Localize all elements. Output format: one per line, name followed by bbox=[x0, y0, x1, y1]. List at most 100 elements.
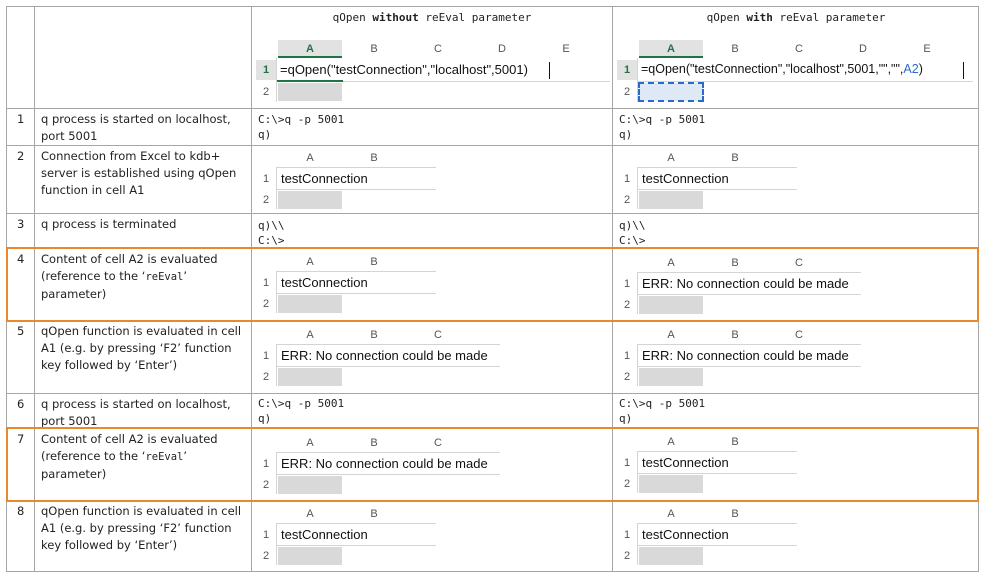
divider bbox=[34, 6, 35, 572]
cell-a1-value: testConnection bbox=[281, 275, 368, 290]
cell-selection bbox=[277, 59, 343, 82]
step-number: 5 bbox=[17, 324, 25, 338]
excel-grid: A B 1 2 testConnection bbox=[256, 505, 436, 565]
column-header: B bbox=[731, 436, 739, 448]
step-description: q process is terminated bbox=[41, 217, 177, 231]
row-header: 2 bbox=[623, 194, 631, 206]
console-output: C:\>q -p 5001 q) bbox=[619, 113, 706, 141]
step-description: Content of cell A2 is evaluated (referen… bbox=[41, 432, 218, 481]
row-header: 1 bbox=[262, 529, 270, 541]
column-header: E bbox=[562, 43, 570, 55]
step-number: 6 bbox=[17, 397, 25, 411]
column-header: C bbox=[795, 257, 803, 269]
row-header: 2 bbox=[262, 298, 270, 310]
column-header: A bbox=[639, 40, 703, 58]
column-header: B bbox=[370, 152, 378, 164]
column-header: A bbox=[306, 508, 314, 520]
cell-a1-value: ERR: No connection could be made bbox=[642, 276, 849, 291]
column-header: B bbox=[370, 256, 378, 268]
step-number: 3 bbox=[17, 217, 25, 231]
cell-a1-value: testConnection bbox=[281, 527, 368, 542]
cell-a1-value: ERR: No connection could be made bbox=[281, 456, 488, 471]
step-description: q process is started on localhost, port … bbox=[41, 112, 231, 143]
row-header: 2 bbox=[623, 86, 631, 98]
step-description: q process is started on localhost, port … bbox=[41, 397, 231, 428]
column-header: B bbox=[731, 43, 739, 55]
row-header: 1 bbox=[623, 278, 631, 290]
row-header: 1 bbox=[617, 60, 637, 80]
excel-grid: A B C 1 2 ERR: No connection could be made bbox=[256, 326, 500, 386]
row-header: 2 bbox=[623, 478, 631, 490]
step-description: qOpen function is evaluated in cell A1 (… bbox=[41, 324, 242, 372]
formula-text: =qOpen("testConnection","localhost",5001… bbox=[280, 62, 528, 77]
column-header: B bbox=[370, 508, 378, 520]
divider bbox=[6, 213, 979, 214]
column-header: A bbox=[306, 256, 314, 268]
excel-grid: A B 1 2 testConnection bbox=[256, 253, 436, 313]
row-header: 2 bbox=[623, 299, 631, 311]
formula-text: =qOpen("testConnection","localhost",5001… bbox=[641, 62, 923, 76]
row-header: 2 bbox=[623, 371, 631, 383]
cell-a1-value: ERR: No connection could be made bbox=[281, 348, 488, 363]
row-header: 2 bbox=[262, 194, 270, 206]
column-header: A bbox=[278, 40, 342, 58]
row-header: 1 bbox=[256, 60, 276, 80]
column-header: A bbox=[667, 329, 675, 341]
step-number: 4 bbox=[17, 252, 25, 266]
excel-grid: A B 1 2 testConnection bbox=[617, 433, 797, 493]
column-header: C bbox=[434, 437, 442, 449]
column-header: A bbox=[306, 329, 314, 341]
cell-a1-value: testConnection bbox=[642, 171, 729, 186]
step-number: 1 bbox=[17, 112, 25, 126]
excel-grid-formula-with: A B C D E 1 2 =qOpen("testConnection","l… bbox=[617, 40, 973, 102]
cell-a1-value: testConnection bbox=[642, 527, 729, 542]
column-header: A bbox=[667, 436, 675, 448]
step-description: Content of cell A2 is evaluated (referen… bbox=[41, 252, 218, 301]
column-header: A bbox=[306, 152, 314, 164]
cell-a1-value: testConnection bbox=[642, 455, 729, 470]
console-output: q)\\ C:\> bbox=[258, 219, 285, 247]
console-output: C:\>q -p 5001 q) bbox=[619, 397, 706, 425]
column-header: D bbox=[498, 43, 506, 55]
row-header: 2 bbox=[262, 86, 270, 98]
console-output: C:\>q -p 5001 q) bbox=[258, 397, 345, 425]
column-header: C bbox=[795, 329, 803, 341]
cell-a1-value: testConnection bbox=[281, 171, 368, 186]
row-header: 1 bbox=[623, 350, 631, 362]
row-header: 2 bbox=[262, 550, 270, 562]
divider bbox=[6, 145, 979, 146]
console-output: C:\>q -p 5001 q) bbox=[258, 113, 345, 141]
row-header: 2 bbox=[262, 479, 270, 491]
row-header: 1 bbox=[623, 529, 631, 541]
column-header: C bbox=[434, 329, 442, 341]
column-header: B bbox=[731, 329, 739, 341]
row-header: 2 bbox=[262, 371, 270, 383]
row-header: 1 bbox=[262, 458, 270, 470]
step-description: qOpen function is evaluated in cell A1 (… bbox=[41, 504, 242, 552]
column-header: C bbox=[795, 43, 803, 55]
divider bbox=[251, 6, 252, 572]
text-cursor bbox=[549, 62, 550, 79]
row-header: 1 bbox=[262, 173, 270, 185]
column-header: E bbox=[923, 43, 931, 55]
step-number: 7 bbox=[17, 432, 25, 446]
row-header: 1 bbox=[262, 350, 270, 362]
row-header: 1 bbox=[262, 277, 270, 289]
column-header: A bbox=[667, 508, 675, 520]
column-header: A bbox=[667, 152, 675, 164]
column-header: B bbox=[370, 437, 378, 449]
column-header: B bbox=[370, 329, 378, 341]
divider bbox=[612, 6, 613, 572]
divider bbox=[6, 393, 979, 394]
column-header: D bbox=[859, 43, 867, 55]
step-number: 8 bbox=[17, 504, 25, 518]
column-header: B bbox=[731, 257, 739, 269]
header-with-reeval: qOpen with reEval parameter bbox=[706, 11, 886, 24]
row-header: 1 bbox=[623, 457, 631, 469]
text-cursor bbox=[963, 62, 964, 79]
